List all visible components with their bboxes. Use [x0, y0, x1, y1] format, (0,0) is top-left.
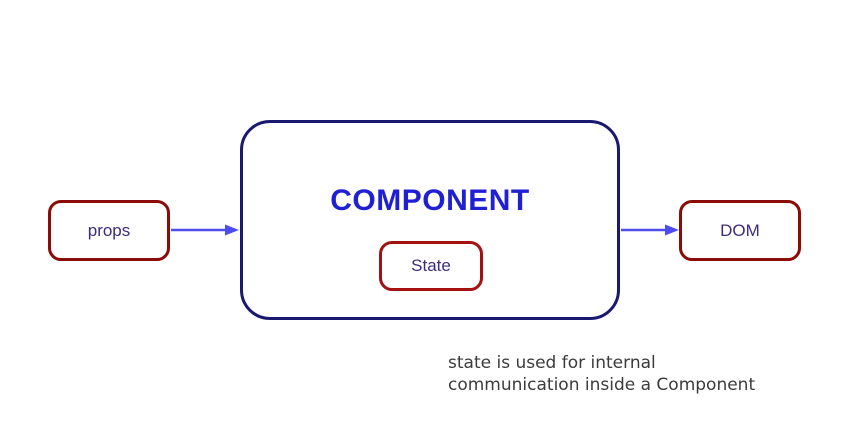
props-label: props	[87, 220, 131, 240]
component-title: COMPONENT	[330, 184, 530, 217]
state-node: State	[379, 241, 483, 291]
props-node: props	[48, 200, 170, 261]
component-node: COMPONENT State	[240, 120, 620, 320]
dom-node: DOM	[679, 200, 801, 261]
caption-line-1: state is used for internal	[448, 353, 656, 373]
caption: state is used for internal communication…	[448, 352, 755, 396]
props-to-component-arrow	[171, 224, 239, 236]
caption-line-2: communication inside a Component	[448, 375, 756, 395]
component-to-dom-arrow	[621, 224, 679, 236]
state-label: State	[411, 256, 451, 275]
dom-label: DOM	[720, 220, 760, 240]
